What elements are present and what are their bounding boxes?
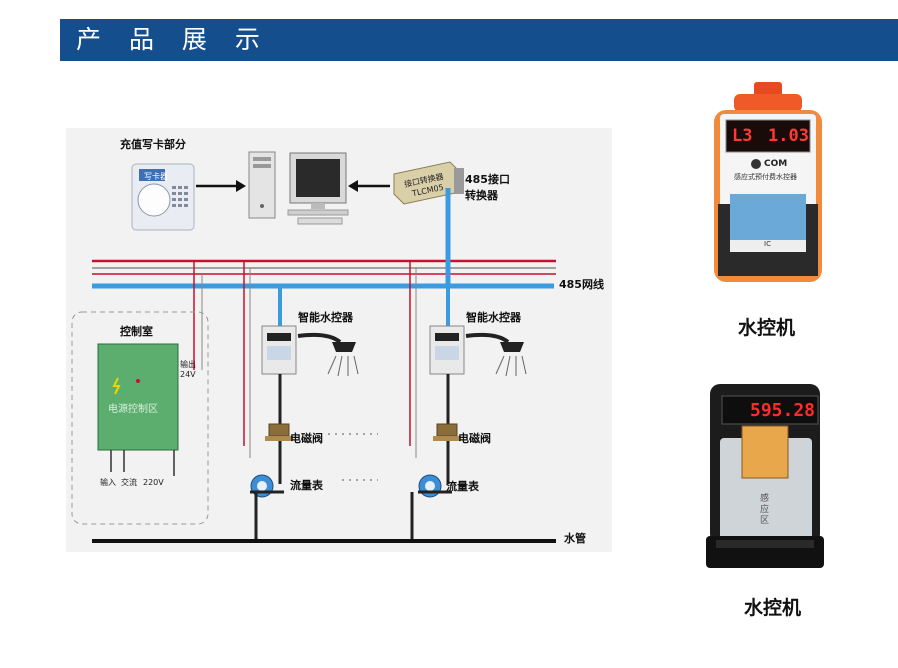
product-2-caption: 水控机: [744, 597, 802, 619]
controller-label-2: 智能水控器: [466, 311, 521, 324]
product-1-subtitle: 感应式预付费水控器: [734, 173, 797, 181]
water-controller-1-drawing: [714, 82, 822, 282]
meter-label-2: 流量表: [446, 480, 479, 493]
product-1-caption: 水控机: [738, 317, 796, 339]
meter-label-1: 流量表: [290, 479, 323, 492]
meter-2: [418, 474, 452, 498]
product-2-display: 595.28: [750, 400, 816, 421]
arrow-reader-to-pc: [196, 180, 246, 192]
product-1-brand: COM: [764, 159, 788, 169]
system-diagram: 充值写卡部分 写卡器 485接口 转换器 接口转换器 TLCM05 485网线 …: [66, 128, 612, 552]
product-1-card-text: IC: [764, 240, 771, 248]
control-room-label: 控制室: [120, 325, 153, 338]
section-header: 产 品 展 示: [60, 19, 898, 61]
section-title: 产 品 展 示: [76, 25, 270, 54]
output-label-1: 输出: [180, 360, 196, 369]
controller-2: [429, 325, 465, 375]
card-reader-text: 写卡器: [144, 172, 168, 181]
card-section-label: 充值写卡部分: [120, 138, 186, 151]
power-panel: [97, 343, 179, 451]
diagram-drawing: [71, 151, 556, 543]
input-label: 输入: [100, 478, 116, 487]
ac-label: 交流: [121, 478, 137, 487]
power-panel-label: 电源控制区: [108, 404, 158, 415]
product-image-2: 595.28 感应区: [702, 380, 828, 572]
meter-1: [250, 474, 284, 498]
output-label-2: 24V: [180, 370, 196, 379]
valve-label-2: 电磁阀: [458, 432, 491, 445]
water-controller-2-drawing: [706, 384, 824, 568]
control-room-box: [71, 311, 209, 525]
card-reader-device: [131, 163, 195, 231]
product-1-display-left: L3: [732, 126, 753, 146]
pc-tower: [248, 151, 276, 219]
converter-label-2: 转换器: [465, 189, 498, 202]
converter-device: [393, 161, 464, 205]
valve-label-1: 电磁阀: [290, 432, 323, 445]
product-1-display-right: 1.03: [768, 126, 809, 146]
converter-label-1: 485接口: [465, 173, 510, 186]
shower-2: [465, 332, 527, 377]
product-2-badge: 感应区: [760, 494, 770, 526]
voltage-label: 220V: [143, 478, 164, 487]
controller-1: [261, 325, 297, 375]
controller-label-1: 智能水控器: [298, 311, 353, 324]
pipe-label: 水管: [564, 532, 586, 545]
product-image-1: L3 1.03 COM 感应式预付费水控器 IC: [710, 80, 826, 286]
valve-1: [265, 423, 293, 441]
arrow-converter-to-pc: [348, 180, 390, 192]
bus-label: 485网线: [559, 278, 604, 291]
shower-1: [297, 332, 359, 377]
pc-monitor: [287, 152, 349, 225]
valve-2: [433, 423, 461, 441]
